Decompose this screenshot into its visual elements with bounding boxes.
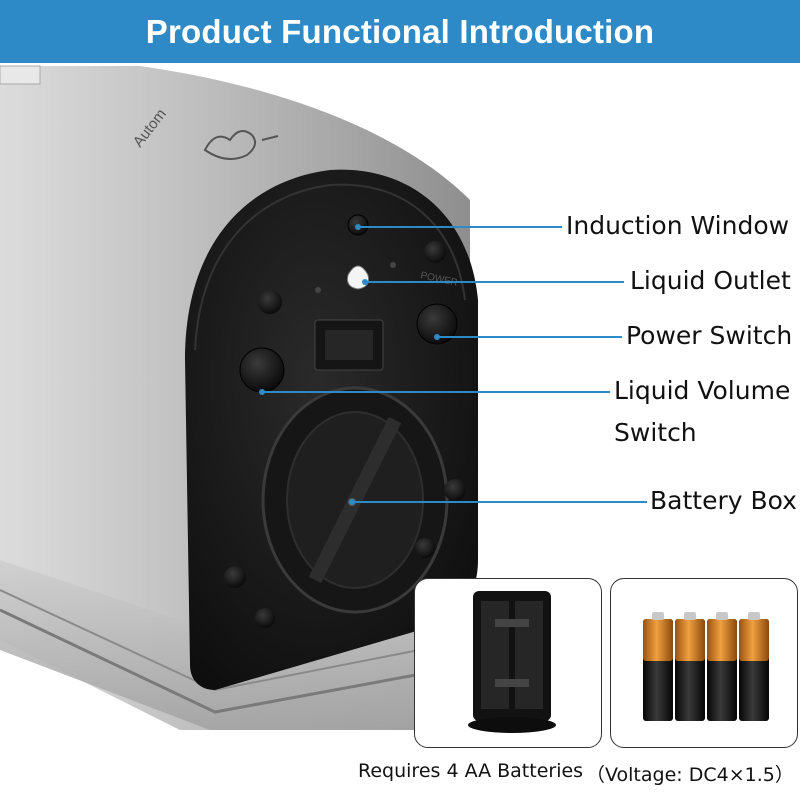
- battery-box-cover: [261, 386, 449, 614]
- title-banner: Product Functional Introduction: [0, 0, 800, 63]
- battery-requirement-text: Requires 4 AA Batteries: [358, 760, 584, 782]
- callout-battery-box: Battery Box: [650, 486, 797, 515]
- callout-liquid-volume: Liquid Volume: [614, 376, 791, 405]
- callout-liquid-outlet: Liquid Outlet: [630, 266, 791, 295]
- soap-dispenser-illustration: Autom POWER: [0, 65, 647, 730]
- batteries-inset: [610, 578, 798, 748]
- callout-lines: [262, 226, 647, 503]
- battery-holder-inset: [414, 578, 602, 748]
- liquid-volume-switch-button: [239, 347, 285, 393]
- callout-power-switch: Power Switch: [626, 321, 793, 350]
- page-title: Product Functional Introduction: [145, 12, 655, 50]
- aa-batteries-image: [643, 612, 769, 721]
- screw-hole: [415, 538, 435, 558]
- hand-icon: [203, 130, 257, 160]
- screw-hole: [224, 566, 246, 588]
- screw-hole: [424, 241, 446, 263]
- voltage-text: （Voltage: DC4×1.5）: [586, 764, 794, 786]
- screw-hole: [255, 608, 275, 628]
- callout-liquid-volume-line2: Switch: [614, 418, 697, 447]
- screw-hole: [258, 290, 282, 314]
- screw-hole: [444, 479, 466, 501]
- callout-induction-window: Induction Window: [566, 211, 790, 240]
- power-switch-button: [416, 303, 458, 345]
- battery-holder-image: [468, 591, 556, 733]
